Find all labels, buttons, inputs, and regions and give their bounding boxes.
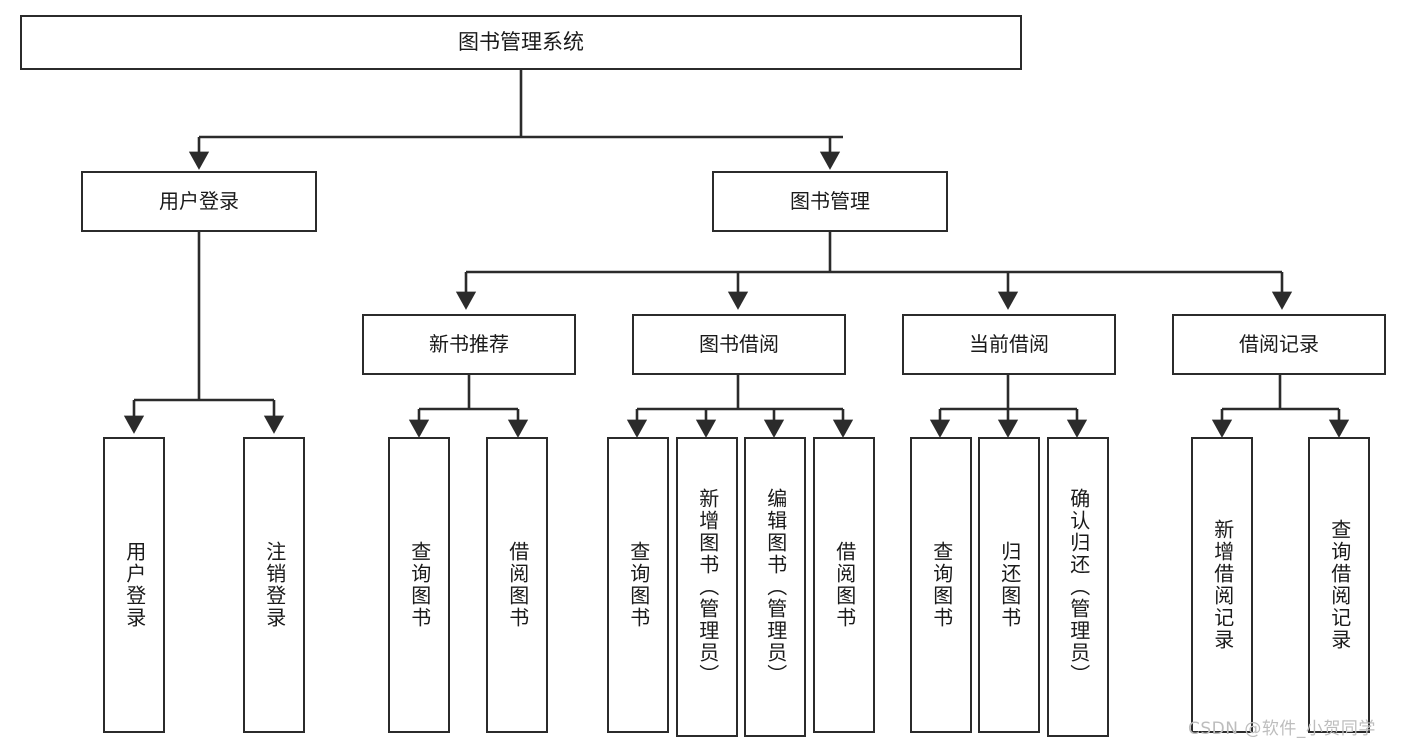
- node-label: 查询图书: [929, 541, 954, 629]
- node-label: 用户登录: [159, 188, 239, 213]
- node-label: 查询图书: [626, 541, 651, 629]
- node-current-borrow[interactable]: 当前借阅: [902, 314, 1116, 375]
- node-label: 借阅图书: [505, 541, 530, 629]
- node-leaf-add-borrow-record[interactable]: 新增借阅记录: [1191, 437, 1253, 733]
- node-label: 注销登录: [262, 541, 287, 629]
- node-leaf-add-book-admin[interactable]: 新增图书（管理员）: [676, 437, 738, 737]
- node-root-book-management-system[interactable]: 图书管理系统: [20, 15, 1022, 70]
- node-label: 确认归还（管理员）: [1066, 488, 1091, 686]
- node-label: 归还图书: [997, 541, 1022, 629]
- node-label: 借阅图书: [832, 541, 857, 629]
- node-label: 新书推荐: [429, 331, 509, 356]
- node-label: 用户登录: [122, 541, 147, 629]
- node-label: 图书管理: [790, 188, 870, 213]
- node-book-management[interactable]: 图书管理: [712, 171, 948, 232]
- node-leaf-query-book-recommend[interactable]: 查询图书: [388, 437, 450, 733]
- node-leaf-user-logout[interactable]: 注销登录: [243, 437, 305, 733]
- node-leaf-edit-book-admin[interactable]: 编辑图书（管理员）: [744, 437, 806, 737]
- node-leaf-user-login[interactable]: 用户登录: [103, 437, 165, 733]
- node-leaf-borrow-book-recommend[interactable]: 借阅图书: [486, 437, 548, 733]
- node-leaf-query-borrow-record[interactable]: 查询借阅记录: [1308, 437, 1370, 733]
- csdn-watermark: CSDN @软件_小贺同学: [1188, 719, 1376, 739]
- node-leaf-query-book-borrow[interactable]: 查询图书: [607, 437, 669, 733]
- node-leaf-borrow-book-borrow[interactable]: 借阅图书: [813, 437, 875, 733]
- node-borrow-record[interactable]: 借阅记录: [1172, 314, 1386, 375]
- node-label: 图书借阅: [699, 331, 779, 356]
- node-label: 图书管理系统: [458, 30, 584, 55]
- node-label: 新增图书（管理员）: [695, 488, 720, 686]
- node-label: 查询图书: [407, 541, 432, 629]
- node-label: 借阅记录: [1239, 331, 1319, 356]
- node-leaf-query-book-current[interactable]: 查询图书: [910, 437, 972, 733]
- node-label: 编辑图书（管理员）: [763, 488, 788, 686]
- node-leaf-confirm-return-admin[interactable]: 确认归还（管理员）: [1047, 437, 1109, 737]
- node-leaf-return-book[interactable]: 归还图书: [978, 437, 1040, 733]
- node-label: 当前借阅: [969, 331, 1049, 356]
- node-label: 新增借阅记录: [1210, 519, 1235, 651]
- node-book-borrow[interactable]: 图书借阅: [632, 314, 846, 375]
- node-new-book-recommend[interactable]: 新书推荐: [362, 314, 576, 375]
- node-user-login[interactable]: 用户登录: [81, 171, 317, 232]
- node-label: 查询借阅记录: [1327, 519, 1352, 651]
